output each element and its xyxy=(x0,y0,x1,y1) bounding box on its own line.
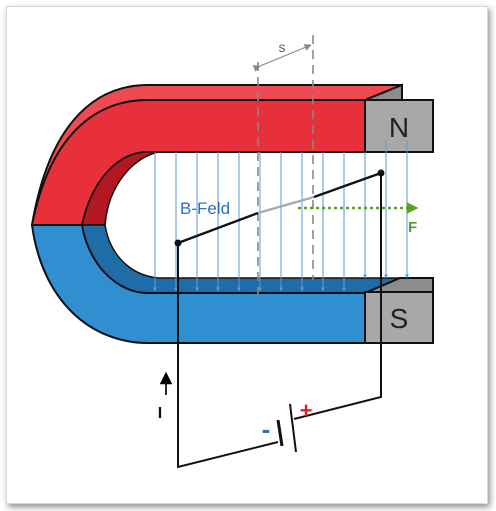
conductor-rod-back xyxy=(313,171,382,199)
field-lines xyxy=(153,140,409,292)
conductor-rod-middle xyxy=(257,195,315,215)
battery-symbol xyxy=(276,403,297,453)
circuit-wires xyxy=(177,173,382,469)
displacement-label: s xyxy=(279,39,286,55)
battery-plus-label: + xyxy=(300,398,313,423)
conductor-rod-front xyxy=(177,211,259,245)
north-pole-label: N xyxy=(389,112,409,143)
field-label: B-Feld xyxy=(180,199,230,218)
battery-minus-label: - xyxy=(262,414,271,444)
south-half xyxy=(31,224,434,344)
displacement-guides xyxy=(257,35,314,295)
displacement-arrow xyxy=(252,44,312,72)
current-label: I xyxy=(158,405,162,422)
south-pole-label: S xyxy=(390,303,409,334)
north-half xyxy=(30,83,434,226)
force-label: F xyxy=(408,219,417,236)
